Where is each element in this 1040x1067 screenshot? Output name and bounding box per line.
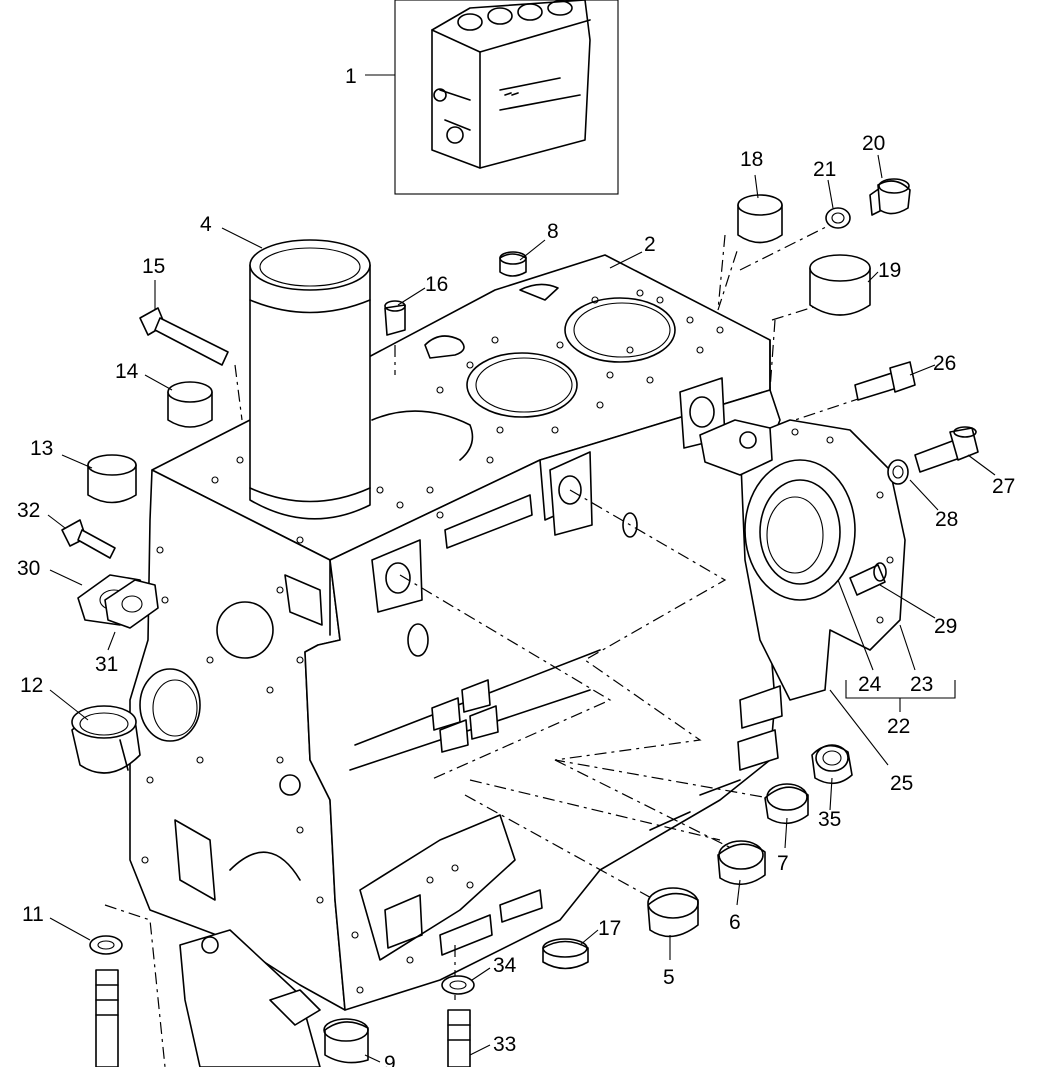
rear-seal-housing [699, 419, 906, 701]
callout-8: 8 [547, 220, 559, 243]
leader-lines [47, 74, 996, 1063]
washer-11 [89, 935, 123, 955]
plug-17 [542, 938, 589, 970]
bolt-32 [61, 519, 116, 559]
callout-29: 29 [934, 615, 957, 638]
callout-11: 11 [22, 903, 44, 926]
bolt-26 [854, 361, 916, 401]
callout-4: 4 [200, 213, 212, 236]
callout-30: 30 [17, 557, 40, 580]
callout-22: 22 [887, 715, 910, 738]
alignment-lines [104, 224, 871, 1067]
plug-14 [167, 381, 213, 428]
callout-1: 1 [345, 65, 357, 88]
callout-5: 5 [663, 966, 675, 989]
callout-28: 28 [935, 508, 958, 531]
callout-31: 31 [95, 653, 118, 676]
plug-18 [737, 194, 783, 244]
stud-33 [447, 1009, 471, 1067]
callout-25: 25 [890, 772, 913, 795]
ring-9 [323, 1018, 369, 1064]
callout-33: 33 [493, 1033, 516, 1056]
bolt-27 [914, 426, 979, 473]
callout-23: 23 [910, 673, 933, 696]
assembly-inset [394, 0, 619, 195]
plug-8 [499, 251, 527, 277]
washer-28 [887, 459, 909, 485]
callout-19: 19 [878, 259, 901, 282]
plug-20 [869, 178, 911, 216]
stud-left [95, 969, 119, 1067]
bushing-12 [71, 705, 141, 774]
callout-17: 17 [598, 917, 621, 940]
plug-5 [647, 887, 699, 938]
callout-7: 7 [777, 852, 789, 875]
callout-32: 32 [17, 499, 40, 522]
washer-34 [441, 975, 475, 995]
cover-31 [104, 579, 159, 629]
plug-13 [87, 454, 137, 504]
plug-6 [717, 840, 766, 886]
callout-9: 9 [384, 1052, 396, 1067]
callout-13: 13 [30, 437, 53, 460]
callout-21: 21 [813, 158, 836, 181]
callout-14: 14 [115, 360, 139, 383]
plug-7 [764, 783, 809, 825]
callout-15: 15 [142, 255, 165, 278]
callout-labels: 1 2 4 5 6 7 8 9 11 12 13 14 15 16 17 18 … [17, 65, 1015, 1067]
callout-35: 35 [818, 808, 841, 831]
callout-2: 2 [644, 233, 656, 256]
callout-27: 27 [992, 475, 1015, 498]
cylinder-liner [249, 239, 371, 520]
washer-21 [825, 207, 851, 229]
callout-34: 34 [493, 954, 517, 977]
bearing-cap [179, 929, 321, 1067]
callout-26: 26 [933, 352, 956, 375]
callout-18: 18 [740, 148, 763, 171]
plug-35 [811, 744, 853, 785]
plug-19 [809, 254, 871, 316]
dowel-16 [384, 300, 406, 336]
callout-6: 6 [729, 911, 741, 934]
callout-24: 24 [858, 673, 882, 696]
callout-20: 20 [862, 132, 885, 155]
bolt-15 [139, 307, 229, 366]
callout-12: 12 [20, 674, 43, 697]
callout-16: 16 [425, 273, 448, 296]
dowel-29 [849, 562, 887, 596]
